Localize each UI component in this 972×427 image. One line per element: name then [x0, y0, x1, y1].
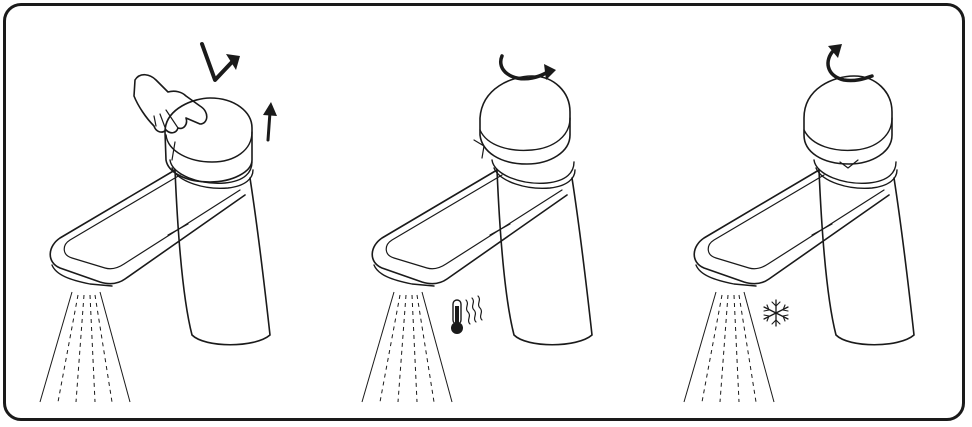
panel-1-push — [39, 42, 277, 403]
faucet-body-2 — [371, 159, 593, 346]
instruction-frame — [3, 3, 965, 421]
water-spray-2 — [361, 291, 453, 403]
panel-2-hot — [361, 54, 593, 403]
faucet-handle-3 — [803, 75, 893, 169]
rotate-counterclockwise-arrow-icon — [826, 44, 874, 83]
lift-up-arrow-icon — [263, 102, 277, 142]
faucet-handle-1 — [164, 97, 253, 183]
faucet-body-3 — [693, 159, 915, 346]
water-spray-1 — [39, 291, 131, 403]
snowflake-icon — [763, 299, 789, 327]
hot-thermometer-icon — [451, 295, 483, 334]
rotate-clockwise-arrow-icon — [499, 54, 556, 81]
faucet-handle-2 — [473, 75, 571, 165]
panel-3-cold — [683, 44, 915, 403]
push-down-arrow-icon — [200, 42, 240, 82]
faucet-body-1 — [49, 159, 271, 346]
water-spray-3 — [683, 291, 775, 403]
pointing-hand-icon — [133, 73, 208, 134]
